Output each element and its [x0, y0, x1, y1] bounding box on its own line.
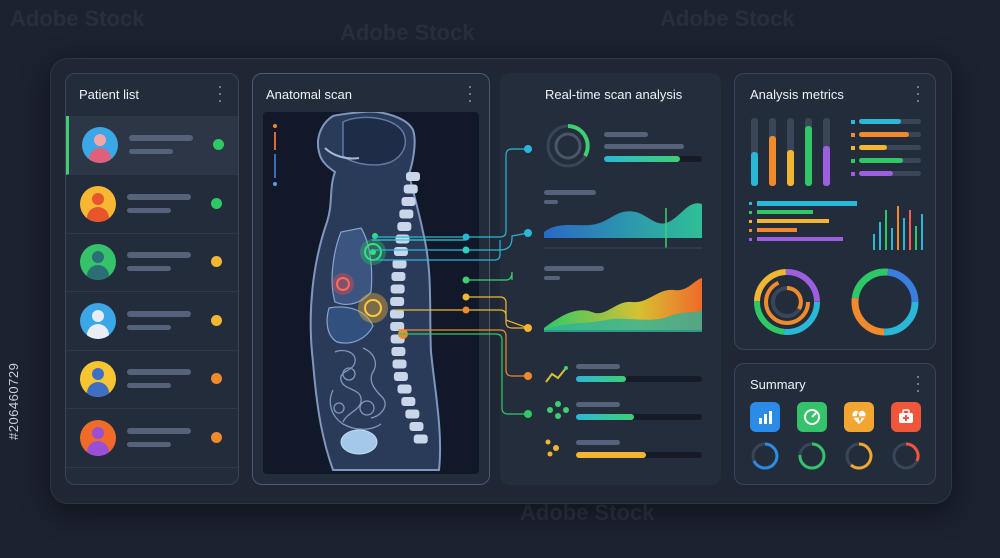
vertebra — [403, 184, 418, 194]
scan-panel: Anatomal scan — [252, 73, 490, 485]
summary-panel: Summary — [734, 363, 936, 485]
summary-more-icon[interactable] — [916, 376, 920, 392]
patient-detail-placeholder — [127, 324, 171, 330]
body-scan-image — [273, 112, 442, 471]
vertebra — [399, 209, 414, 219]
avatar — [80, 302, 116, 339]
vertebra — [392, 259, 407, 269]
vertebra — [406, 172, 420, 181]
patient-list-more-icon[interactable] — [218, 86, 222, 102]
summary-title: Summary — [750, 377, 806, 392]
patient-row[interactable] — [67, 292, 237, 351]
vertebra — [409, 422, 424, 431]
heart-rate-icon[interactable] — [844, 402, 874, 432]
avatar — [80, 361, 116, 397]
metrics-more-icon[interactable] — [916, 86, 920, 102]
watermark-text: Adobe Stock — [340, 20, 475, 45]
vertebra — [397, 222, 412, 231]
vertebra — [391, 347, 406, 356]
patient-row[interactable] — [67, 350, 237, 409]
vertebra — [401, 397, 416, 406]
gauge-icon[interactable] — [797, 402, 827, 432]
vertebra — [401, 197, 416, 206]
scan-title: Anatomal scan — [266, 87, 352, 102]
watermark-text: Adobe Stock — [660, 6, 795, 31]
patient-row[interactable] — [67, 233, 237, 292]
vertebra — [395, 234, 410, 244]
status-dot — [211, 256, 222, 267]
vertebra — [390, 284, 405, 294]
metrics-title: Analysis metrics — [750, 87, 844, 102]
metrics-panel: Analysis metrics — [734, 73, 936, 350]
status-dot — [213, 139, 224, 150]
vertebra — [393, 247, 408, 256]
status-dot — [211, 314, 222, 326]
avatar — [80, 419, 116, 456]
patient-row[interactable] — [67, 175, 237, 234]
patient-list-title: Patient list — [79, 87, 139, 102]
analysis-widgets — [544, 124, 702, 458]
scan-more-icon[interactable] — [468, 86, 472, 102]
patient-detail-placeholder — [127, 207, 171, 213]
vertebra — [390, 309, 404, 319]
patient-row[interactable] — [66, 116, 238, 175]
patient-detail-placeholder — [127, 266, 171, 271]
stock-id: #206460729 — [6, 362, 21, 440]
patient-list-panel: Patient list — [65, 73, 239, 485]
avatar — [80, 185, 116, 222]
medical-kit-icon[interactable] — [891, 402, 921, 432]
watermark-text: Adobe Stock — [10, 6, 145, 31]
patient-name-placeholder — [127, 193, 191, 200]
analysis-title: Real-time scan analysis — [545, 87, 683, 102]
avatar — [82, 127, 118, 163]
vertebra — [393, 372, 408, 381]
status-dot — [211, 431, 222, 443]
vertebra — [390, 297, 405, 306]
stats-icon[interactable] — [750, 402, 780, 432]
patient-name-placeholder — [127, 252, 191, 258]
vertebra — [397, 384, 412, 394]
patient-detail-placeholder — [127, 383, 171, 388]
patient-detail-placeholder — [129, 149, 173, 154]
summary-progress-rings — [751, 442, 920, 470]
status-dot — [211, 197, 222, 209]
patient-name-placeholder — [127, 310, 191, 317]
vertebra — [391, 272, 406, 281]
metrics-charts — [749, 118, 923, 336]
patient-detail-placeholder — [127, 441, 171, 447]
patient-name-placeholder — [127, 369, 191, 375]
patient-row[interactable] — [67, 409, 237, 468]
vertebra — [405, 409, 420, 419]
vertebra — [392, 359, 407, 369]
patient-name-placeholder — [127, 427, 191, 434]
vertebra — [413, 434, 428, 444]
status-dot — [211, 373, 222, 384]
patient-name-placeholder — [129, 135, 193, 141]
scan-viewer[interactable] — [263, 112, 479, 474]
avatar — [80, 244, 116, 280]
